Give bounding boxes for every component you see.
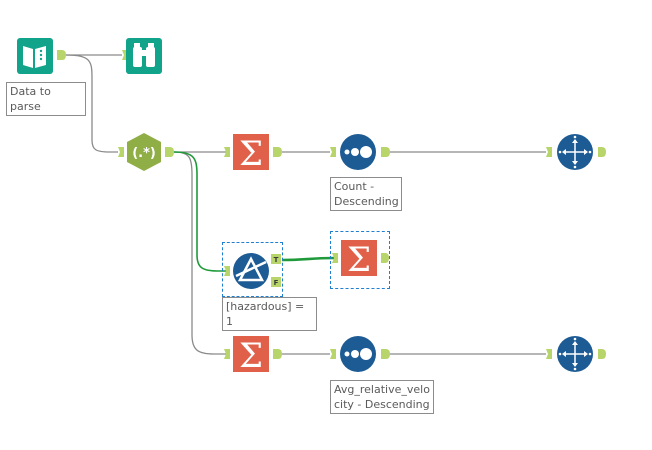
svg-text:F: F [274, 279, 279, 287]
input-anchor[interactable] [118, 147, 124, 157]
regex-tool[interactable]: (.*) [118, 133, 174, 171]
output-tool-1[interactable] [546, 134, 606, 170]
input-anchor[interactable] [330, 349, 336, 359]
sort-tool-1[interactable] [330, 134, 390, 170]
connection-input-regex[interactable] [65, 54, 118, 153]
input-data-tool[interactable] [17, 38, 66, 74]
output-anchor[interactable] [381, 253, 389, 263]
output-anchor[interactable] [381, 147, 390, 157]
input-anchor[interactable] [332, 253, 338, 263]
output-anchor[interactable] [381, 349, 390, 359]
summarize-tool-2[interactable]: Σ [332, 240, 389, 280]
true-anchor[interactable] [271, 254, 281, 264]
sort2-annotation: Avg_relative_velocity - Descending [330, 380, 434, 414]
connection-regex-summarize3[interactable] [173, 151, 226, 355]
connections [65, 54, 546, 355]
sort-tool-2[interactable] [330, 336, 390, 372]
sigma-icon: Σ [239, 134, 263, 174]
binoculars-icon [133, 43, 155, 67]
output-anchor[interactable] [273, 147, 282, 157]
sort-dots-icon [344, 348, 372, 360]
summarize-tool-3[interactable]: Σ [224, 336, 282, 376]
sigma-icon: Σ [239, 336, 263, 376]
output-anchor[interactable] [165, 147, 174, 157]
browse-tool[interactable] [122, 38, 162, 74]
filter-selection-box [222, 242, 283, 297]
filter-icon [235, 256, 267, 282]
input-anchor[interactable] [546, 147, 552, 157]
false-anchor[interactable] [271, 277, 281, 287]
input-anchor[interactable] [330, 147, 336, 157]
sort1-annotation: Count - Descending [330, 177, 402, 211]
sigma-icon: Σ [347, 240, 371, 280]
regex-icon: (.*) [132, 146, 156, 161]
input-anchor[interactable] [546, 349, 552, 359]
sort-dots-icon [344, 146, 372, 158]
connection-filter-summarize2[interactable] [281, 256, 335, 262]
output-anchor[interactable] [273, 349, 282, 359]
output-anchor[interactable] [598, 147, 606, 157]
filter-annotation: [hazardous] = 1 [222, 297, 317, 331]
connection-regex-filter[interactable] [173, 151, 226, 272]
output-anchor[interactable] [57, 50, 66, 60]
input-anchor[interactable] [224, 349, 230, 359]
summarize-tool-1[interactable]: Σ [224, 134, 282, 174]
input-annotation: Data to parse [6, 82, 86, 116]
move-arrows-icon [558, 135, 592, 169]
output-tool-2[interactable] [546, 336, 606, 372]
summarize2-selection-box [330, 231, 390, 289]
move-arrows-icon [558, 337, 592, 371]
output-anchor[interactable] [598, 349, 606, 359]
svg-text:T: T [274, 256, 279, 264]
input-anchor[interactable] [224, 266, 230, 276]
input-anchor[interactable] [224, 147, 230, 157]
filter-tool[interactable]: T F [224, 253, 281, 289]
